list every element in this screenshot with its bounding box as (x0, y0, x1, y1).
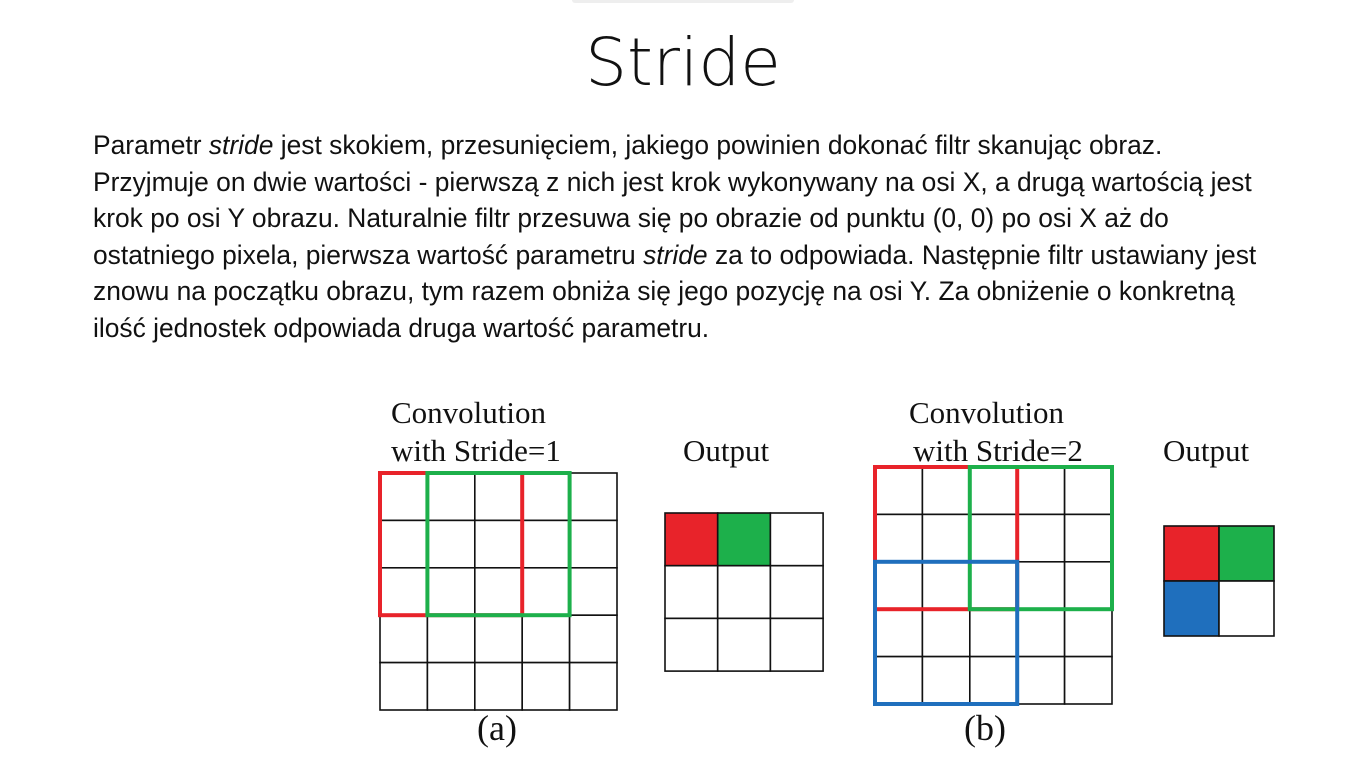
panel-a-input-cell (379, 566, 429, 616)
panel-b-output-cell (1163, 525, 1220, 582)
panel-a-input-cell (379, 661, 429, 711)
panel-b-input-cell (874, 560, 924, 610)
panel-b-input-cell (874, 655, 924, 705)
panel-a-input-cell (473, 519, 523, 569)
paragraph-segment: za to odpowiada. Następnie filtr ustawia… (93, 239, 1257, 343)
panel-a-output-cell (664, 512, 719, 567)
panel-b-caption: (b) (964, 708, 1006, 748)
panel-a-input-cell (426, 566, 476, 616)
panel-b-input-cell (1016, 513, 1066, 563)
panel-a-heading-line2: with Stride=1 (391, 433, 561, 468)
panel-b-heading-line1: Convolution (909, 395, 1065, 430)
panel-b-input-cell (1016, 655, 1066, 705)
panel-b-heading-line2: with Stride=2 (913, 433, 1083, 468)
panel-a-output-cell (716, 564, 772, 620)
panel-a-input-cell (379, 472, 429, 522)
paragraph-segment: Parametr (93, 130, 209, 160)
panel-a-filter-window-green (425, 471, 572, 618)
panel-b-input-cell (1016, 466, 1066, 516)
panel-a-input-cell (568, 519, 618, 569)
top-tab-strip (572, 0, 794, 3)
panel-b-input-cell (874, 608, 924, 658)
panel-a-input-cell (473, 566, 523, 616)
paragraph-segment-italic: stride (643, 239, 708, 270)
panel-b-input-cell (1063, 560, 1113, 610)
panel-b-input-cell (921, 560, 971, 610)
panel-a-input-cell (568, 661, 618, 711)
panel-b-input-cell (1063, 466, 1113, 516)
panel-a-input-cell (473, 472, 523, 522)
panel-a-input-cell (521, 566, 571, 616)
panel-a-input-cell (379, 614, 429, 664)
panel-a-caption: (a) (477, 708, 517, 748)
panel-b-input-cell (1016, 608, 1066, 658)
slide-paragraph: Parametr stride jest skokiem, przesunięc… (93, 127, 1283, 346)
panel-a-input-cell (521, 472, 571, 522)
paragraph-segment: jest skokiem, przesunięciem, jakiego pow… (93, 130, 1252, 270)
panel-a-input-cell (379, 519, 429, 569)
paragraph-segment-italic: stride (208, 130, 274, 160)
panel-a-output-cell (664, 564, 719, 620)
panel-b-input-cell (1063, 513, 1113, 563)
panel-b-filter-window-blue (873, 559, 1020, 706)
panel-b-input-cell (1063, 655, 1113, 705)
panel-a-output-cell (769, 564, 824, 620)
panel-b-output-label: Output (1163, 433, 1250, 468)
panel-b-input-cell (1016, 560, 1066, 610)
panel-a-output-cell (716, 617, 772, 672)
panel-b-input-cell (968, 655, 1018, 705)
panel-b-output-cell (1163, 580, 1220, 637)
panel-b-input-cell (968, 466, 1018, 516)
panel-b-output-cell (1218, 525, 1275, 582)
panel-b-input-cell (874, 466, 924, 516)
panel-b-input-cell (921, 513, 971, 563)
panel-b-input-cell (968, 513, 1018, 563)
panel-a-input-cell (568, 472, 618, 522)
panel-b-output-cell (1218, 580, 1275, 637)
slide-title: Stride (585, 24, 781, 101)
panel-b-input-cell (968, 608, 1018, 658)
panel-a-input-cell (426, 472, 476, 522)
panel-a-output-cell (716, 512, 772, 567)
panel-a-input-cell (473, 614, 523, 664)
panel-a-input-cell (568, 614, 618, 664)
panel-a-input-cell (473, 661, 523, 711)
panel-a-input-cell (521, 661, 571, 711)
panel-b-input-cell (921, 608, 971, 658)
panel-a-input-cell (426, 661, 476, 711)
panel-a-input-cell (521, 614, 571, 664)
panel-a-input-cell (426, 614, 476, 664)
panel-b-filter-window-red (873, 465, 1020, 612)
panel-b-input-cell (921, 466, 971, 516)
panel-a-input-cell (426, 519, 476, 569)
panel-b-filter-window-green (967, 465, 1114, 612)
panel-b-input-cell (874, 513, 924, 563)
panel-a-output-cell (769, 512, 824, 567)
panel-b-input-cell (968, 560, 1018, 610)
panel-b-input-cell (921, 655, 971, 705)
panel-b-input-cell (1063, 608, 1113, 658)
panel-a-input-cell (521, 519, 571, 569)
panel-a-input-cell (568, 566, 618, 616)
panel-a-heading-line1: Convolution (391, 395, 547, 430)
panel-a-output-cell (664, 617, 719, 672)
panel-a-output-label: Output (683, 433, 770, 468)
panel-a-output-cell (769, 617, 824, 672)
